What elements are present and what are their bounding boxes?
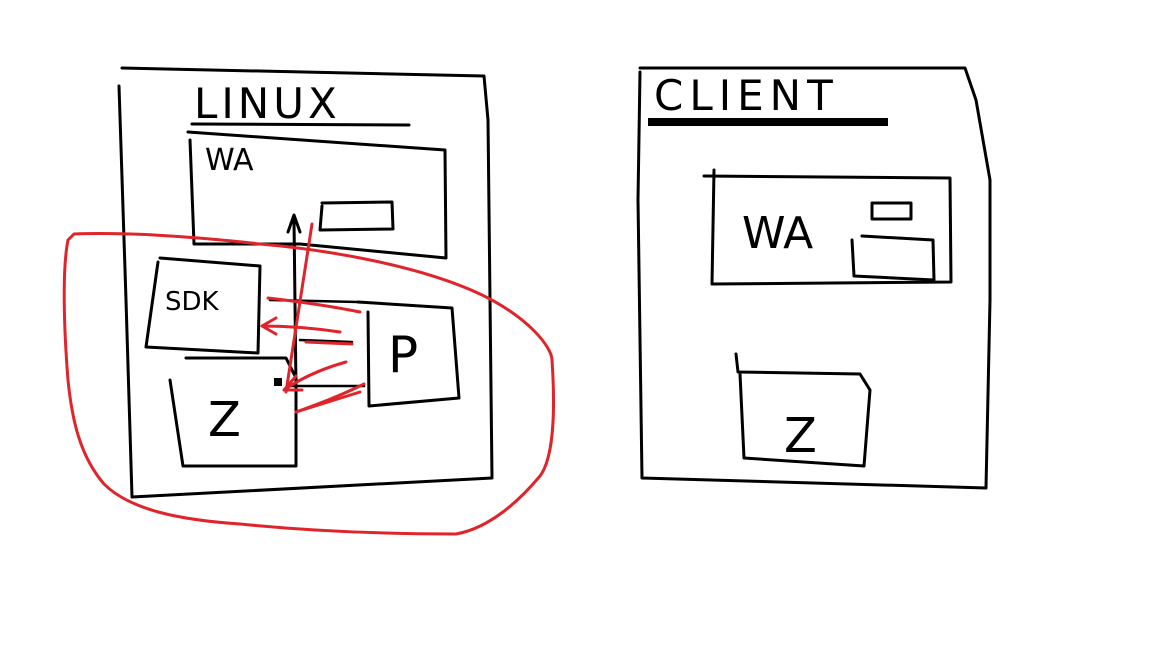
arrow-up-line [292,218,298,390]
linux-wa-box [186,130,448,260]
red-arrow-to-p-top [266,296,362,314]
linux-wa-label: WA [205,143,254,178]
red-arrow-p-mid [304,340,354,346]
client-wa-box [702,168,953,286]
client-z-box [734,352,872,468]
linux-z-label: Z [208,392,241,448]
sdk-box [144,256,262,355]
red-grouping-outline [62,232,555,536]
linux-title-underline [190,122,411,127]
client-title-underline [648,118,888,126]
linux-title: LINUX [194,79,341,128]
client-wa-label: WA [742,208,813,259]
linux-panel: LINUX WA SDK Z P [62,66,555,536]
red-arrow-to-z [282,360,348,392]
arrow-up-head [286,213,302,234]
client-title: CLIENT [654,71,839,120]
red-arrow-z-to-p-lower [294,390,362,414]
client-panel-frame [636,66,992,490]
red-arrow-to-sdk [260,316,342,336]
client-panel: CLIENT WA Z [636,66,992,490]
client-wa-window-large [850,234,936,282]
mid-connector [298,338,354,344]
linux-z-box [168,356,298,468]
sdk-label: SDK [165,287,220,317]
red-vertical-stroke [284,222,314,394]
p-box [356,300,461,408]
linux-wa-window [318,200,395,232]
client-wa-window-small [870,201,913,221]
client-z-label: Z [784,408,817,464]
p-label: P [388,326,418,384]
linux-panel-frame [117,66,494,499]
junction-marker [274,378,282,386]
